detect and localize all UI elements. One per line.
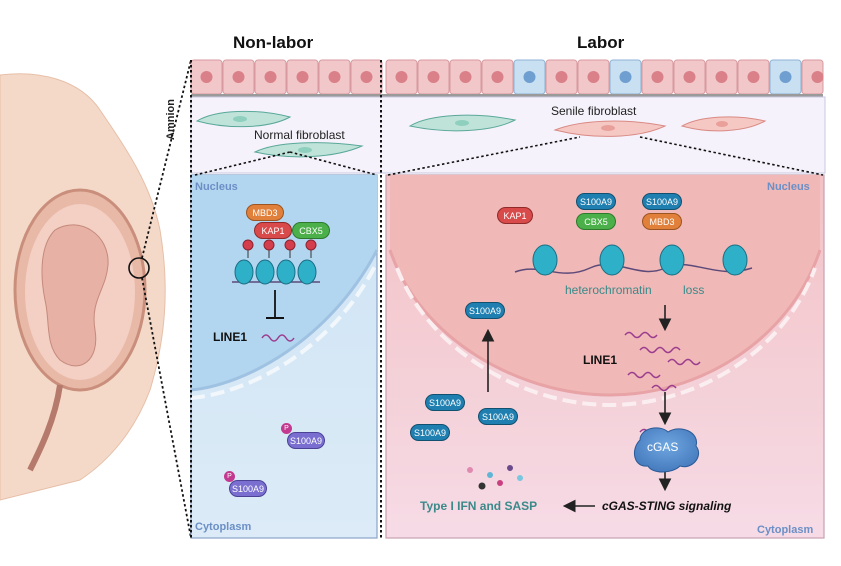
- kap1-protein: KAP1: [254, 222, 292, 239]
- loss-label: loss: [683, 283, 705, 297]
- cell-nucleus: [523, 71, 536, 83]
- cell-nucleus: [715, 71, 728, 83]
- cell-nucleus: [555, 71, 568, 83]
- labor-title: Labor: [577, 33, 625, 52]
- normal-fibroblast-cells: [195, 110, 364, 158]
- heterochromatin-label: heterochromatin: [565, 283, 652, 297]
- kap1-protein-free: KAP1: [497, 207, 533, 224]
- right-chromatin: [514, 244, 753, 276]
- normal-fibroblast-label: Normal fibroblast: [254, 128, 345, 142]
- cell-nucleus: [491, 71, 504, 83]
- amnion-epithelium: [190, 59, 824, 97]
- nuclear-s100a9-protein: S100A9: [465, 302, 505, 319]
- type1-ifn-sasp-label: Type I IFN and SASP: [420, 499, 538, 513]
- basement-membrane: [191, 94, 823, 97]
- cytokine-dots: [467, 465, 523, 490]
- mbd3-protein: MBD3: [642, 213, 682, 230]
- fibroblasts-right: [408, 114, 767, 137]
- left-nucleus-label: Nucleus: [195, 181, 238, 193]
- zoom-cell-lines: [194, 136, 824, 176]
- cell-nucleus: [360, 71, 373, 83]
- phospho-s100a9-protein: S100A9: [229, 480, 267, 497]
- right-line1-label: LINE1: [583, 353, 618, 367]
- left-line1-label: LINE1: [213, 330, 248, 344]
- s100a9-protein: S100A9: [576, 193, 616, 210]
- cbx5-protein: CBX5: [292, 222, 330, 239]
- cell-nucleus: [811, 71, 824, 83]
- cell-nucleus: [264, 71, 277, 83]
- cell-nucleus: [395, 71, 408, 83]
- pregnant-body-illustration: [0, 73, 166, 501]
- fibroblast-layer: [190, 96, 826, 174]
- cell-nucleus: [200, 71, 213, 83]
- cell-nucleus: [296, 71, 309, 83]
- cell-nucleus: [683, 71, 696, 83]
- right-cytoplasm-label: Cytoplasm: [757, 524, 814, 536]
- cell-nucleus: [747, 71, 760, 83]
- right-nucleus-label: Nucleus: [767, 181, 810, 193]
- senile-fibroblast-label: Senile fibroblast: [551, 104, 637, 118]
- cell-nucleus: [587, 71, 600, 83]
- zoom-lines: [141, 59, 192, 539]
- cgas-sting-signaling-label: cGAS-STING signaling: [602, 499, 732, 513]
- phospho-s100a9-protein: S100A9: [287, 432, 325, 449]
- cbx5-protein: CBX5: [576, 213, 616, 230]
- cgas-label: cGAS: [647, 440, 679, 454]
- left-chromatin: [232, 239, 320, 342]
- cell-nucleus: [651, 71, 664, 83]
- phospho-marker: P: [281, 423, 292, 434]
- cell-nucleus: [459, 71, 472, 83]
- cgas-complex-shape: [633, 427, 700, 473]
- cell-nucleus: [779, 71, 792, 83]
- left-cytoplasm-label: Cytoplasm: [195, 521, 252, 533]
- cytoplasmic-s100a9-protein: S100A9: [478, 408, 518, 425]
- amnion-label: Amnion: [165, 99, 177, 140]
- cell-nucleus: [427, 71, 440, 83]
- cytoplasmic-s100a9-protein: S100A9: [425, 394, 465, 411]
- s100a9-protein: S100A9: [642, 193, 682, 210]
- cytoplasmic-s100a9-protein: S100A9: [410, 424, 450, 441]
- right-nucleus: [390, 175, 820, 395]
- pathway-arrows: [481, 305, 672, 513]
- cell-nucleus: [232, 71, 245, 83]
- non-labor-title: Non-labor: [233, 33, 314, 52]
- cell-nucleus: [328, 71, 341, 83]
- cell-nucleus: [619, 71, 632, 83]
- phospho-marker: P: [224, 471, 235, 482]
- mbd3-protein: MBD3: [246, 204, 284, 221]
